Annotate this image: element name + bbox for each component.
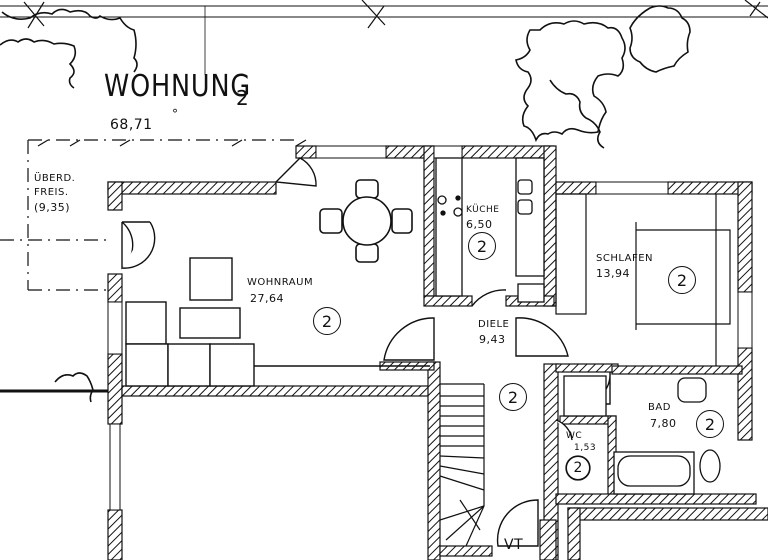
terrace-area: (9,35) bbox=[34, 201, 71, 214]
room-wc-unit-badge: 2 bbox=[566, 456, 590, 480]
plan-title: WOHNUNG bbox=[104, 69, 251, 104]
unit-number: 2 bbox=[236, 86, 250, 110]
bedroom-furniture bbox=[555, 193, 731, 366]
room-bad-name: BAD bbox=[648, 402, 671, 413]
bathroom-fixtures bbox=[563, 375, 721, 495]
terrace-label-line1: ÜBERD. bbox=[34, 173, 76, 184]
room-kueche-unit-badge: 2 bbox=[468, 232, 496, 260]
room-wohnraum-unit-badge: 2 bbox=[313, 307, 341, 335]
total-area-mark: ° bbox=[172, 107, 179, 121]
room-diele-name: DIELE bbox=[478, 319, 510, 330]
terrace-outline bbox=[0, 139, 300, 291]
staircase bbox=[439, 383, 485, 547]
room-schlafen-name: SCHLAFEN bbox=[596, 253, 654, 264]
room-kueche-area: 6,50 bbox=[466, 218, 493, 231]
room-diele-unit-badge: 2 bbox=[499, 383, 527, 411]
room-bad-unit-badge: 2 bbox=[696, 410, 724, 438]
room-wohnraum-name: WOHNRAUM bbox=[247, 277, 314, 288]
room-diele-area: 9,43 bbox=[479, 333, 506, 346]
living-furniture bbox=[125, 257, 430, 387]
windows bbox=[107, 145, 753, 511]
walls bbox=[107, 145, 768, 560]
room-kueche-name: KÜCHE bbox=[466, 205, 500, 215]
property-lines bbox=[0, 0, 768, 75]
room-schlafen-unit-badge: 2 bbox=[668, 266, 696, 294]
kitchen-fixtures bbox=[435, 157, 545, 303]
tree-outlines bbox=[0, 5, 691, 403]
room-wohnraum-area: 27,64 bbox=[250, 292, 284, 305]
terrace-label-line2: FREIS. bbox=[34, 187, 69, 198]
room-wc-name: WC bbox=[566, 431, 583, 441]
room-wc-area: 1,53 bbox=[574, 443, 597, 453]
total-area: 68,71 bbox=[110, 117, 153, 133]
room-bad-area: 7,80 bbox=[650, 417, 677, 430]
dining-table bbox=[319, 179, 413, 263]
doors bbox=[121, 157, 611, 547]
room-schlafen-area: 13,94 bbox=[596, 267, 630, 280]
stair-landing-label: VT bbox=[504, 537, 524, 553]
